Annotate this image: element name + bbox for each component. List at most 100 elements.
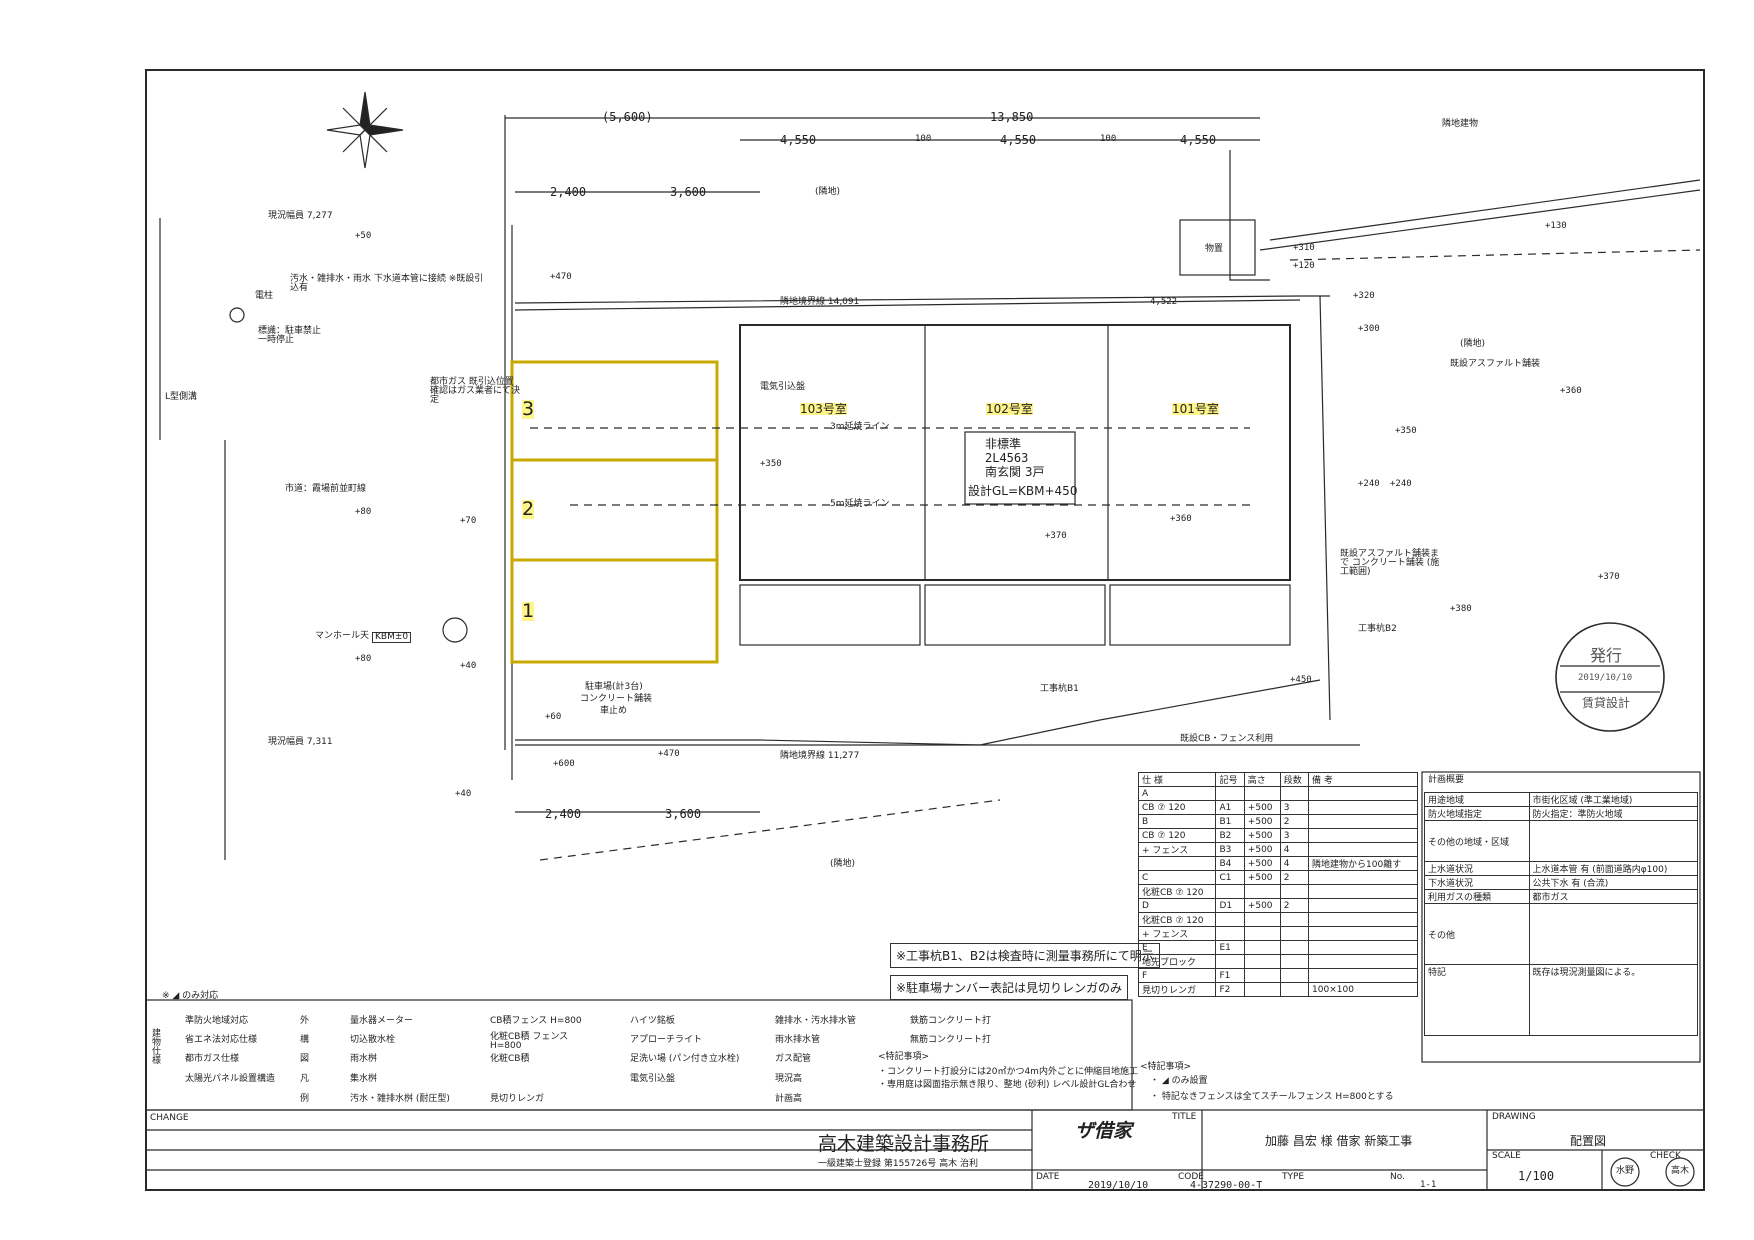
table-cell: E [1137,940,1217,955]
road-width-bottom: 現況幅員 7,311 [268,737,333,747]
building-info-2: 2L4563 [985,451,1029,465]
level-mark: +350 [1395,426,1417,436]
summary-title: 計画概要 [1428,775,1465,785]
type-label: TYPE [1282,1172,1305,1182]
table-cell: 3 [1279,828,1310,843]
level-mark: +370 [1045,531,1067,541]
building-info-1: 非標準 [985,437,1022,451]
table-row: 用途地域市街化区域 (準工業地域) [1424,792,1699,807]
table-cell [1308,898,1418,913]
scale-label: SCALE [1492,1151,1521,1161]
dim-top-2: 13,850 [990,110,1034,124]
level-mark: +240 [1390,479,1412,489]
project-title: 加藤 昌宏 様 借家 新築工事 [1265,1134,1413,1148]
table-cell: 防火指定：準防火地域 [1528,806,1699,821]
table-cell: F2 [1215,982,1245,997]
table-cell: B [1137,814,1217,829]
storage-label: 物置 [1205,244,1224,254]
office-name: 高木建築設計事務所 [818,1133,990,1155]
boundary-south: 隣地境界線 11,277 [780,751,860,761]
table-cell [1308,926,1418,941]
table-row: その他 [1424,903,1699,965]
table-row: 下水道状況公共下水 有 (合流) [1424,875,1699,890]
parking-note-1: 駐車場(計3台) [585,682,643,692]
no-value: 1-1 [1420,1180,1437,1190]
level-mark: +60 [545,712,562,722]
table-cell: + フェンス [1137,926,1217,941]
brand-logo: ザ借家 [1075,1120,1133,1142]
asphalt-label: 既設アスファルト舗装 [1450,359,1541,369]
level-mark: +80 [355,507,372,517]
date-label: DATE [1036,1172,1060,1182]
legend-item: <特記事項> [878,1052,930,1062]
fire-line-3m: 3m延焼ライン [830,422,890,432]
stamp-icon [1555,622,1665,732]
level-mark: +450 [1290,675,1312,685]
table-cell [1243,926,1281,941]
legend-left-title: 建物仕様 [152,1029,162,1066]
legend-item: 量水器メーター [350,1016,414,1026]
dim-top-7: 4,550 [1180,133,1217,147]
table-cell: 都市ガス [1528,889,1699,904]
legend-col-title: 構 [300,1035,310,1045]
table-header: 備 考 [1308,772,1418,787]
table-row: 防火地域指定防火指定：準防火地域 [1424,806,1699,821]
table-cell [1528,820,1699,862]
table-cell [1243,940,1281,955]
table-cell: 化粧CB ⑦ 120 [1137,884,1217,899]
level-mark: +80 [355,654,372,664]
level-mark: +600 [553,759,575,769]
table-cell: CB ⑦ 120 [1137,800,1217,815]
legend-left-3: 都市ガス仕様 [185,1054,240,1064]
table-cell: B4 [1215,856,1245,871]
legend-item: 雑排水・汚水排水管 [775,1016,857,1026]
level-mark: +310 [1293,243,1315,253]
table-row: 地先ブロック [1137,954,1418,969]
check-stamp-2: 高木 [1671,1166,1690,1176]
table-cell [1243,912,1281,927]
level-mark: +360 [1170,514,1192,524]
legend-left-2: 省エネ法対応仕様 [185,1035,258,1045]
note-benchmark: ※工事杭B1、B2は検査時に測量事務所にて明示 [890,943,1160,968]
stamp-company: 賃貸設計 [1582,696,1631,710]
legend-left-4: 太陽光パネル設置構造 [185,1074,276,1084]
neighbor-bottom: (隣地) [830,859,856,869]
table-cell [1137,856,1217,871]
change-label: CHANGE [150,1113,189,1123]
legend-left-1: 準防火地域対応 [185,1016,249,1026]
legend-item: 計画高 [775,1094,803,1104]
legend-item: 集水桝 [350,1074,378,1084]
table-cell: +500 [1243,814,1281,829]
table-row: 利用ガスの種類都市ガス [1424,889,1699,904]
table-cell: +500 [1243,800,1281,815]
table-cell: 市街化区域 (準工業地域) [1528,792,1699,807]
table-header: 高さ [1243,772,1281,787]
legend-item: 雨水桝 [350,1054,378,1064]
legend-col-title: 外 [300,1016,310,1026]
check-label: CHECK [1650,1151,1681,1161]
table-cell: C1 [1215,870,1245,885]
table-header: 仕 様 [1137,772,1217,787]
table-cell [1243,968,1281,983]
fence-reuse-note: 既設CB・フェンス利用 [1180,734,1274,744]
level-mark: +470 [550,272,572,282]
scale-value: 1/100 [1518,1169,1555,1183]
table-cell [1308,870,1418,885]
table-cell: F1 [1215,968,1245,983]
table-cell [1243,954,1281,969]
pole-label: 電柱 [255,291,274,301]
level-mark: +130 [1545,221,1567,231]
table-cell [1279,786,1310,801]
road-width-top: 現況幅員 7,277 [268,211,333,221]
legend-item: ガス配管 [775,1054,812,1064]
table-row: 化粧CB ⑦ 120 [1137,912,1418,927]
table-cell: 100×100 [1308,982,1418,997]
table-cell [1215,926,1245,941]
parking-2-label: 2 [522,498,535,520]
level-mark: +470 [658,749,680,759]
gas-note: 都市ガス 既引込位置確認はガス業者にて決定 [430,377,521,405]
